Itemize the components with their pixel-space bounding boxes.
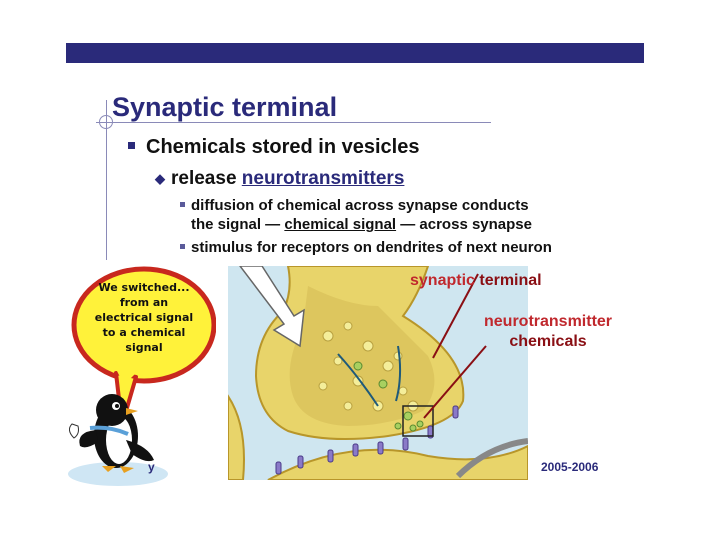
diffusion-line-2b: — across synapse — [396, 216, 532, 233]
slide-title: Synaptic terminal — [112, 92, 337, 123]
label-neurotransmitter: neurotransmitter — [484, 312, 612, 332]
speech-bubble-text: We switched... from an electrical signal… — [84, 280, 204, 355]
bubble-line-4: to a chemical — [84, 325, 204, 340]
bullet-level-3-stimulus: stimulus for receptors on dendrites of n… — [180, 238, 552, 257]
penguin-icon — [66, 380, 176, 486]
bullet-level-3-diffusion: diffusion of chemical across synapse con… — [180, 196, 532, 234]
bullet-level-2-prefix: release — [171, 168, 242, 189]
header-bar — [66, 43, 644, 63]
diamond-bullet-icon: ◆ — [155, 171, 165, 186]
bubble-line-5: signal — [84, 340, 204, 355]
square-bullet-icon — [180, 244, 185, 249]
label-neurotransmitter-chemicals: neurotransmitter chemicals — [484, 312, 612, 352]
label-chemicals: chemicals — [484, 332, 612, 352]
bullet-level-1: Chemicals stored in vesicles — [128, 136, 419, 159]
decorative-circle-icon — [99, 115, 113, 129]
diffusion-line-1: diffusion of chemical across synapse con… — [191, 197, 529, 214]
bullet-level-1-text: Chemicals stored in vesicles — [146, 136, 419, 158]
diffusion-line-2a: the signal — — [191, 216, 284, 233]
square-bullet-icon — [180, 202, 185, 207]
neurotransmitters-link[interactable]: neurotransmitters — [242, 168, 405, 189]
footer-fragment: y — [148, 460, 155, 474]
label-synaptic: synaptic — [410, 272, 475, 289]
label-synaptic-terminal: synaptic terminal — [410, 272, 542, 290]
stimulus-text: stimulus for receptors on dendrites of n… — [191, 239, 552, 256]
bubble-line-1: We switched... — [84, 280, 204, 295]
footer-year: 2005-2006 — [541, 460, 598, 474]
label-terminal: terminal — [475, 272, 542, 289]
synapse-illustration — [228, 266, 528, 480]
bullet-level-2: ◆ release neurotransmitters — [155, 168, 404, 190]
square-bullet-icon — [128, 142, 135, 149]
chemical-signal-link[interactable]: chemical signal — [284, 216, 396, 233]
bubble-line-2: from an — [84, 295, 204, 310]
bubble-line-3: electrical signal — [84, 310, 204, 325]
